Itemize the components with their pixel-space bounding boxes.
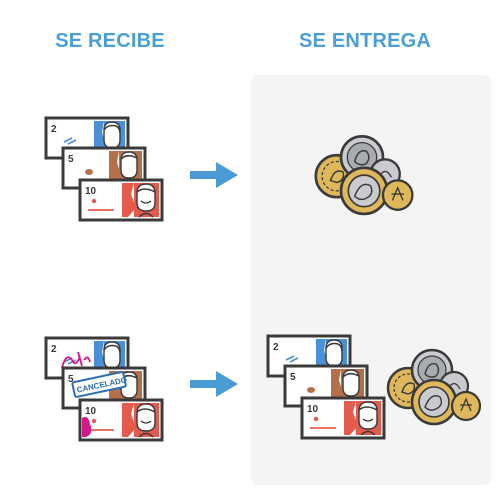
delivered-notes: 2 5 10	[266, 334, 386, 440]
banknote-icon: 10	[300, 396, 386, 440]
arrow-right-icon	[190, 371, 238, 397]
stamp-icon: CANCELADO	[71, 371, 128, 398]
banknote-icon: 5	[61, 146, 147, 190]
note-10-label: 10	[85, 406, 97, 417]
note-2-label: 2	[273, 342, 279, 353]
received-notes-damaged: 2 5 CANCELADO 10	[44, 336, 164, 442]
banknote-icon: 10	[78, 178, 164, 222]
note-2-label: 2	[51, 124, 57, 135]
note-2-label: 2	[51, 344, 57, 355]
note-5-label: 5	[68, 374, 74, 385]
banknote-icon: 2	[44, 336, 130, 380]
heading-receive: SE RECIBE	[55, 30, 165, 52]
graffiti-icon	[61, 351, 91, 369]
coin-icon	[316, 136, 413, 214]
graffiti-icon	[82, 416, 92, 437]
received-notes-clean: 2 5 10	[44, 116, 164, 222]
note-5-label: 5	[290, 372, 296, 383]
banknote-icon: 2	[266, 334, 352, 378]
banknote-icon: 2	[44, 116, 130, 160]
note-10-label: 10	[85, 186, 97, 197]
banknote-icon: 10	[78, 398, 164, 442]
heading-deliver: SE ENTREGA	[298, 30, 432, 52]
banknote-icon: 5 CANCELADO	[61, 366, 147, 410]
coin-icon	[388, 350, 480, 424]
note-5-label: 5	[68, 154, 74, 165]
note-10-label: 10	[307, 404, 319, 415]
arrow-right-icon	[190, 162, 238, 188]
banknote-icon: 5	[283, 364, 369, 408]
